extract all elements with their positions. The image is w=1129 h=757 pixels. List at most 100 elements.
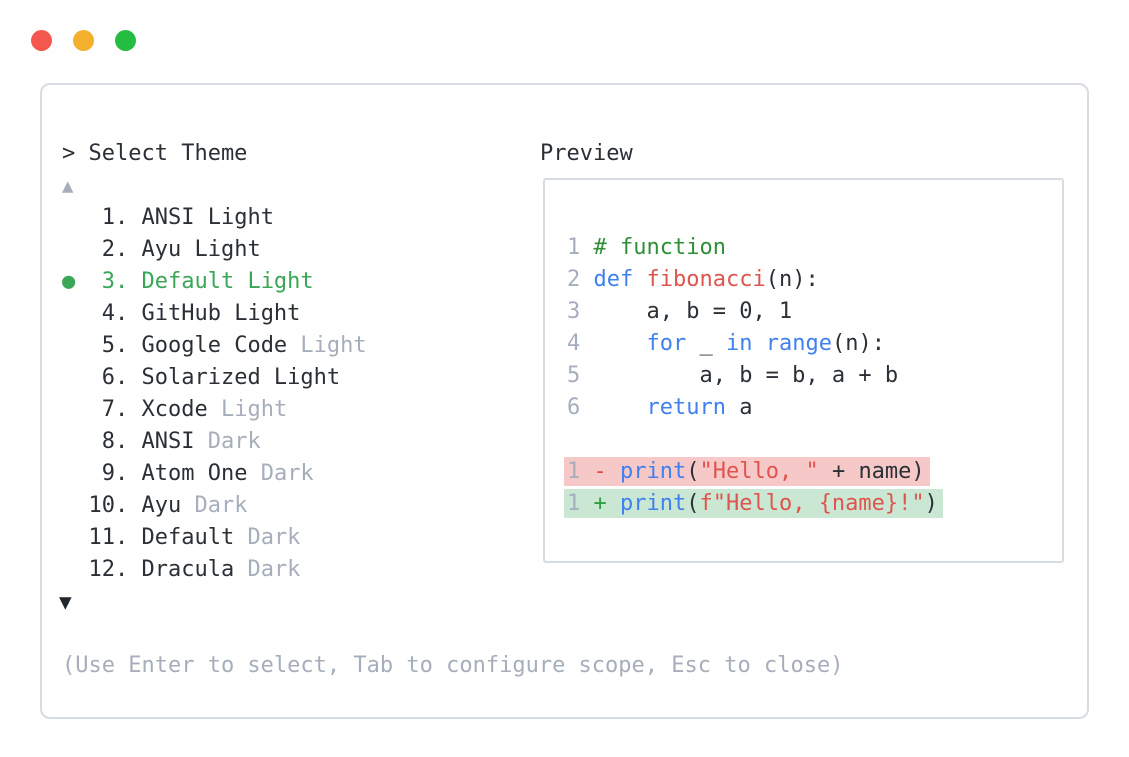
scroll-up-icon[interactable]: ▲	[62, 175, 74, 197]
code-token: (	[686, 491, 700, 516]
option-number: 4.	[88, 301, 142, 326]
code-token	[607, 459, 620, 484]
code-token	[752, 331, 765, 356]
diff-line: 1 + print(f"Hello, {name}!")	[564, 488, 943, 520]
bullet-spacer	[62, 429, 89, 454]
option-number: 5.	[88, 333, 142, 358]
line-number: 3	[567, 299, 594, 324]
theme-list: 1. ANSI Light 2. Ayu Light● 3. Default L…	[62, 202, 367, 586]
bullet-spacer	[62, 205, 89, 230]
option-scope: Dark	[194, 429, 261, 454]
code-token: print	[620, 459, 687, 484]
maximize-button[interactable]	[115, 30, 136, 51]
code-token: +	[593, 491, 607, 516]
line-number: 5	[567, 363, 594, 388]
bullet-spacer	[62, 525, 89, 550]
option-scope: Light	[287, 333, 367, 358]
code-token: "Hello, "	[699, 459, 819, 484]
code-line: 3 a, b = 0, 1	[567, 296, 943, 328]
line-number: 4	[567, 331, 594, 356]
option-label: Solarized Light	[141, 365, 341, 390]
bullet-spacer	[62, 365, 89, 390]
theme-option[interactable]: 5. Google Code Light	[62, 330, 367, 362]
diff-highlight-removed: 1 - print("Hello, " + name)	[564, 457, 930, 486]
bullet-spacer	[62, 557, 89, 582]
theme-option[interactable]: 9. Atom One Dark	[62, 458, 367, 490]
code-line: 4 for _ in range(n):	[567, 328, 943, 360]
theme-option[interactable]: 8. ANSI Dark	[62, 426, 367, 458]
line-number: 2	[567, 267, 594, 292]
theme-option[interactable]: 11. Default Dark	[62, 522, 367, 554]
code-token	[633, 267, 646, 292]
option-label: Atom One	[141, 461, 248, 486]
code-token: print	[620, 491, 687, 516]
bullet-spacer	[62, 461, 89, 486]
theme-option[interactable]: 6. Solarized Light	[62, 362, 367, 394]
bullet-spacer	[62, 237, 89, 262]
option-label: Xcode	[141, 397, 208, 422]
footer-hint: (Use Enter to select, Tab to configure s…	[62, 653, 844, 678]
bullet-spacer	[62, 397, 89, 422]
option-number: 2.	[88, 237, 142, 262]
option-number: 3.	[88, 269, 142, 294]
option-scope: Light	[207, 397, 288, 422]
option-label: Google Code	[141, 333, 288, 358]
code-token: f"Hello, {name}!"	[699, 491, 925, 516]
code-token: a	[725, 395, 753, 420]
code-token: fibonacci	[646, 267, 766, 292]
code-line: 5 a, b = b, a + b	[567, 360, 943, 392]
code-token: for	[646, 331, 687, 356]
close-button[interactable]	[31, 30, 52, 51]
code-line: 2 def fibonacci(n):	[567, 264, 943, 296]
code-token: range	[765, 331, 832, 356]
code-token: def	[593, 267, 634, 292]
option-label: Dracula	[141, 557, 235, 582]
code-line: 1 # function	[567, 232, 943, 264]
selected-bullet-icon: ●	[62, 269, 89, 294]
code-token: in	[725, 331, 753, 356]
theme-option[interactable]: 10. Ayu Dark	[62, 490, 367, 522]
option-number: 7.	[88, 397, 142, 422]
code-token: -	[593, 459, 607, 484]
theme-option[interactable]: 7. Xcode Light	[62, 394, 367, 426]
line-number: 6	[567, 395, 594, 420]
code-token: a, b = b, a + b	[593, 363, 899, 388]
theme-option[interactable]: 12. Dracula Dark	[62, 554, 367, 586]
option-scope: Dark	[234, 525, 301, 550]
code-token: (n):	[831, 331, 885, 356]
theme-option[interactable]: ● 3. Default Light	[62, 266, 367, 298]
minimize-button[interactable]	[73, 30, 94, 51]
option-label: GitHub Light	[141, 301, 301, 326]
option-label: ANSI	[141, 429, 195, 454]
bullet-spacer	[62, 333, 89, 358]
code-line: 6 return a	[567, 392, 943, 424]
bullet-spacer	[62, 301, 89, 326]
code-token: (n):	[765, 267, 819, 292]
window-controls	[31, 30, 136, 51]
option-label: Ayu Light	[141, 237, 261, 262]
code-token	[607, 491, 620, 516]
option-number: 11.	[88, 525, 142, 550]
theme-picker-panel: > Select Theme ▲ 1. ANSI Light 2. Ayu Li…	[40, 83, 1089, 719]
line-number: 1	[567, 491, 594, 516]
line-number: 1	[567, 235, 594, 260]
option-number: 12.	[88, 557, 142, 582]
bullet-spacer	[62, 493, 89, 518]
theme-option[interactable]: 4. GitHub Light	[62, 298, 367, 330]
option-scope: Dark	[234, 557, 301, 582]
diff-highlight-added: 1 + print(f"Hello, {name}!")	[564, 489, 943, 518]
theme-option[interactable]: 2. Ayu Light	[62, 234, 367, 266]
code-token: a, b = 0, 1	[593, 299, 793, 324]
code-token	[594, 395, 647, 420]
code-token: )	[924, 491, 938, 516]
code-token: + name)	[818, 459, 925, 484]
code-token: (	[686, 459, 700, 484]
option-number: 10.	[88, 493, 142, 518]
select-theme-prompt: > Select Theme	[62, 141, 248, 166]
blank-line	[567, 424, 943, 456]
theme-option[interactable]: 1. ANSI Light	[62, 202, 367, 234]
preview-title: Preview	[540, 141, 633, 166]
scroll-down-icon[interactable]: ▼	[59, 590, 72, 614]
